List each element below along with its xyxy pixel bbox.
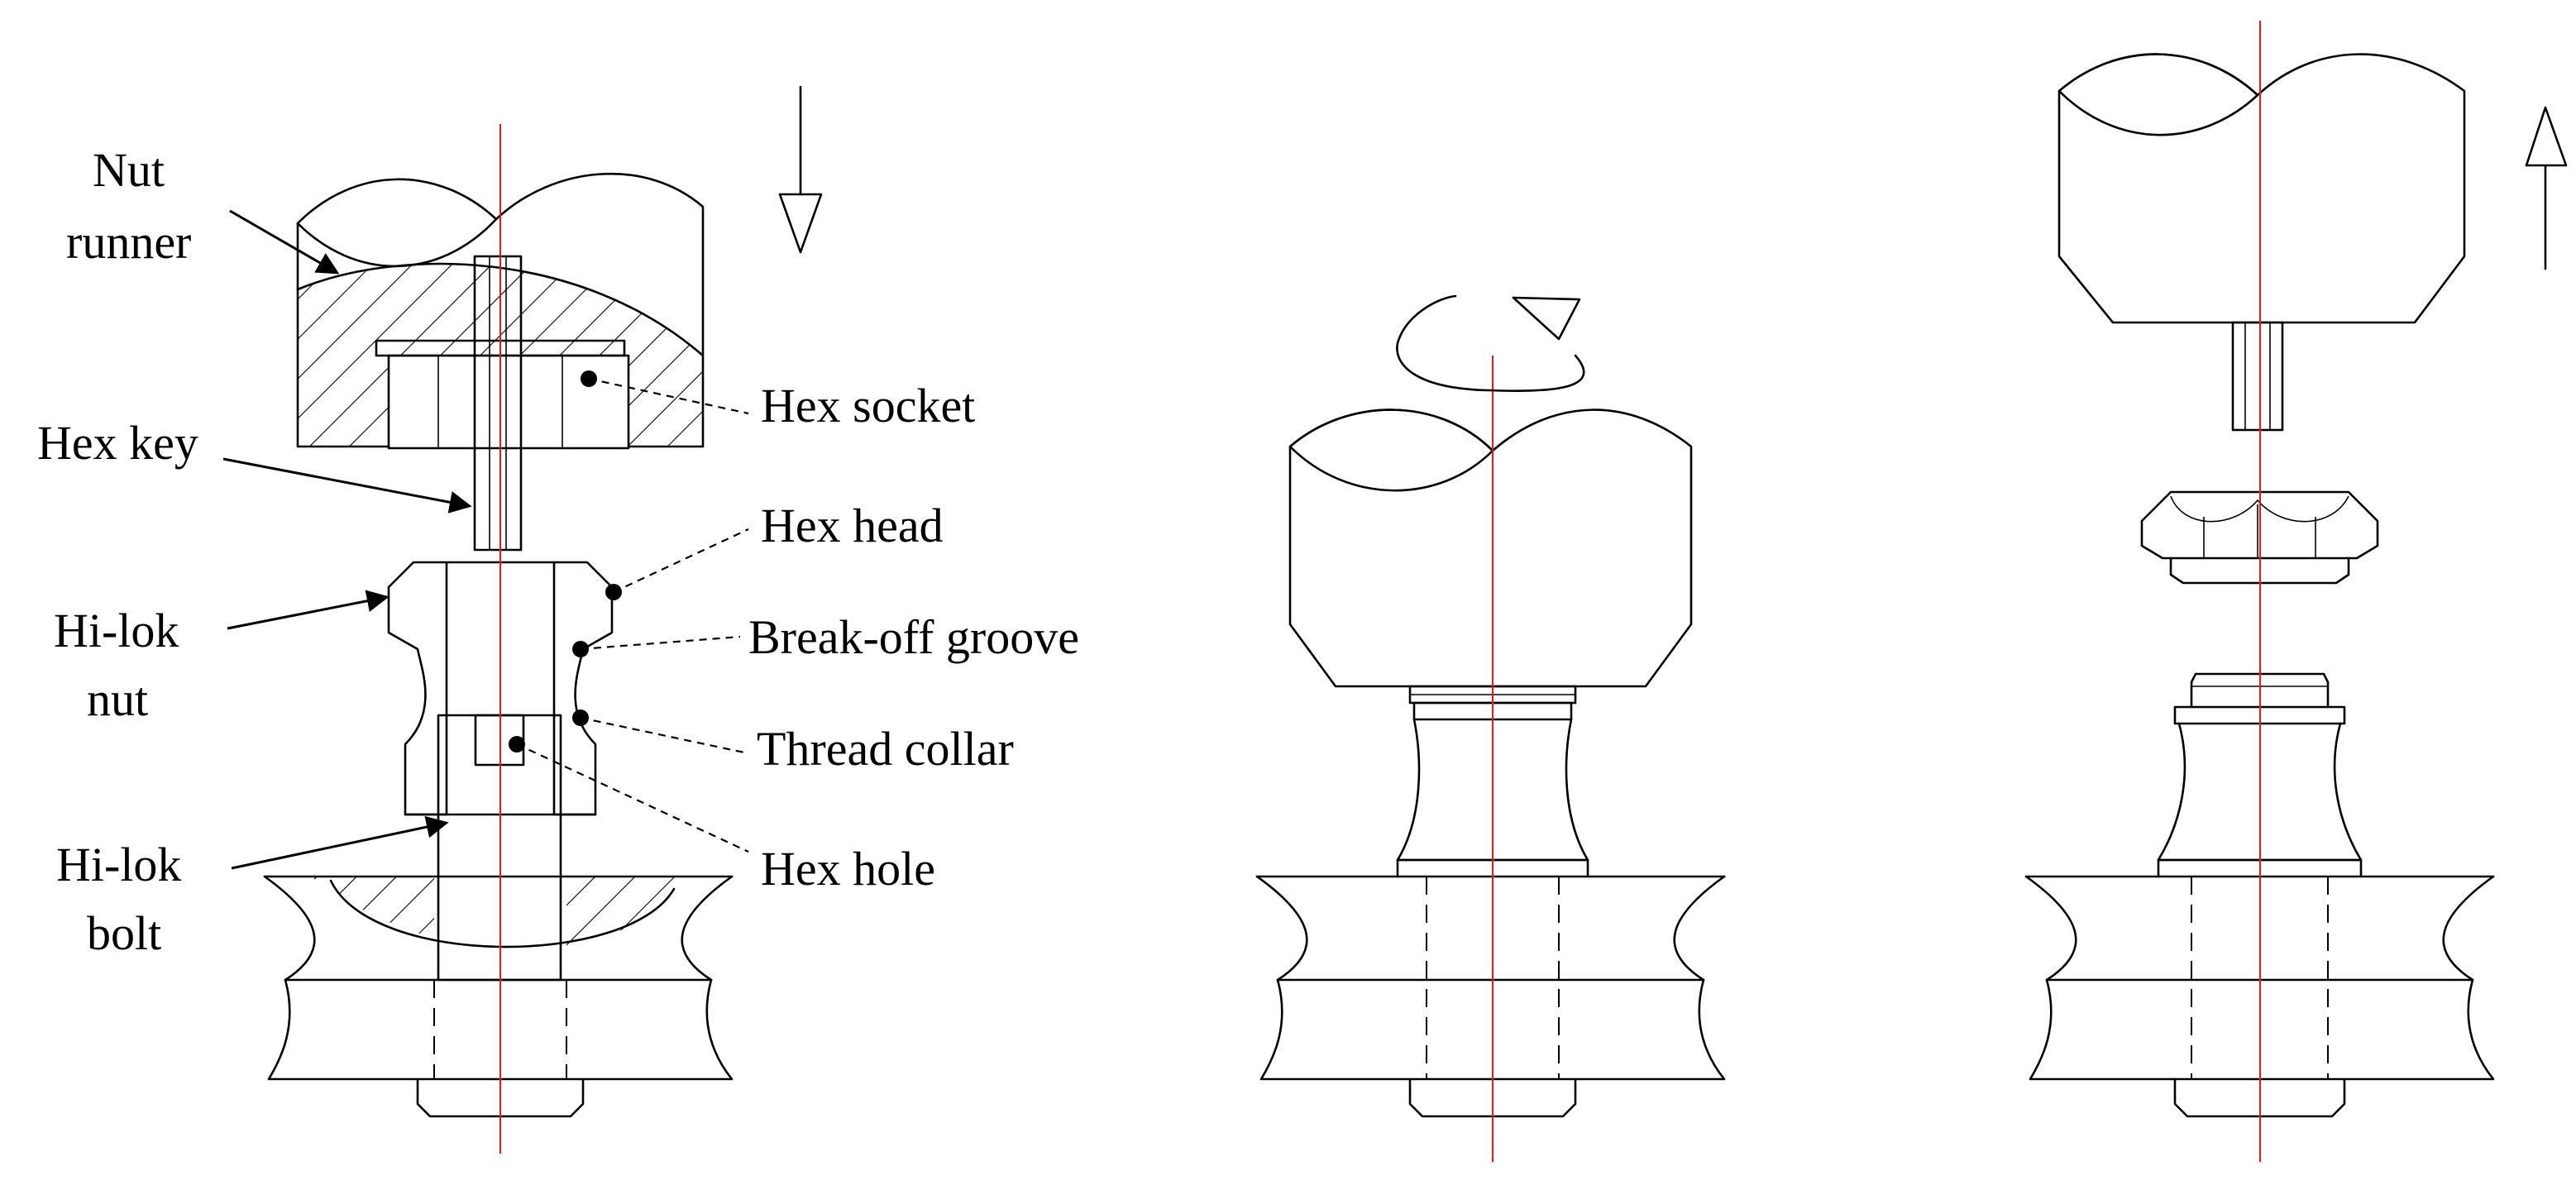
workpiece-2 — [1255, 875, 1726, 1118]
label-nut-runner-2: runner — [66, 215, 191, 269]
label-hex-hole: Hex hole — [761, 842, 935, 896]
hex-key-3 — [2231, 321, 2284, 432]
hex-head-marker — [605, 584, 622, 600]
label-thread-collar: Thread collar — [757, 722, 1014, 776]
label-hilok-bolt-1: Hi-lok — [56, 838, 181, 891]
stage-2-assembly — [1255, 294, 1726, 1162]
label-nut-runner-1: Nut — [93, 143, 165, 197]
nut-runner-3 — [2057, 53, 2466, 324]
hex-key — [473, 255, 523, 552]
hex-socket-marker — [581, 370, 597, 387]
label-hex-key: Hex key — [37, 416, 198, 470]
stage-1-assembly — [263, 85, 823, 1154]
hex-hole-marker — [509, 736, 525, 752]
arrow-down-icon — [778, 85, 823, 254]
workpiece-1 — [263, 875, 734, 1118]
thread-collar-marker — [572, 709, 589, 726]
label-break-off-groove: Break-off groove — [748, 610, 1079, 664]
break-off-groove-marker — [572, 641, 589, 657]
label-hex-head: Hex head — [761, 499, 944, 552]
label-hilok-bolt-2: bolt — [87, 906, 161, 960]
stage-3-assembly — [2024, 21, 2568, 1162]
nut-runner-2 — [1288, 408, 1693, 688]
leader-lines — [222, 209, 749, 870]
label-hex-socket: Hex socket — [761, 379, 975, 432]
label-hilok-nut-1: Hi-lok — [54, 604, 179, 657]
label-hilok-nut-2: nut — [87, 672, 148, 726]
rotate-clockwise-icon — [1396, 294, 1585, 393]
labels: Nut runner Hex key Hi-lok nut Hi-lok bol… — [37, 143, 1079, 960]
arrow-up-icon — [2525, 106, 2568, 270]
